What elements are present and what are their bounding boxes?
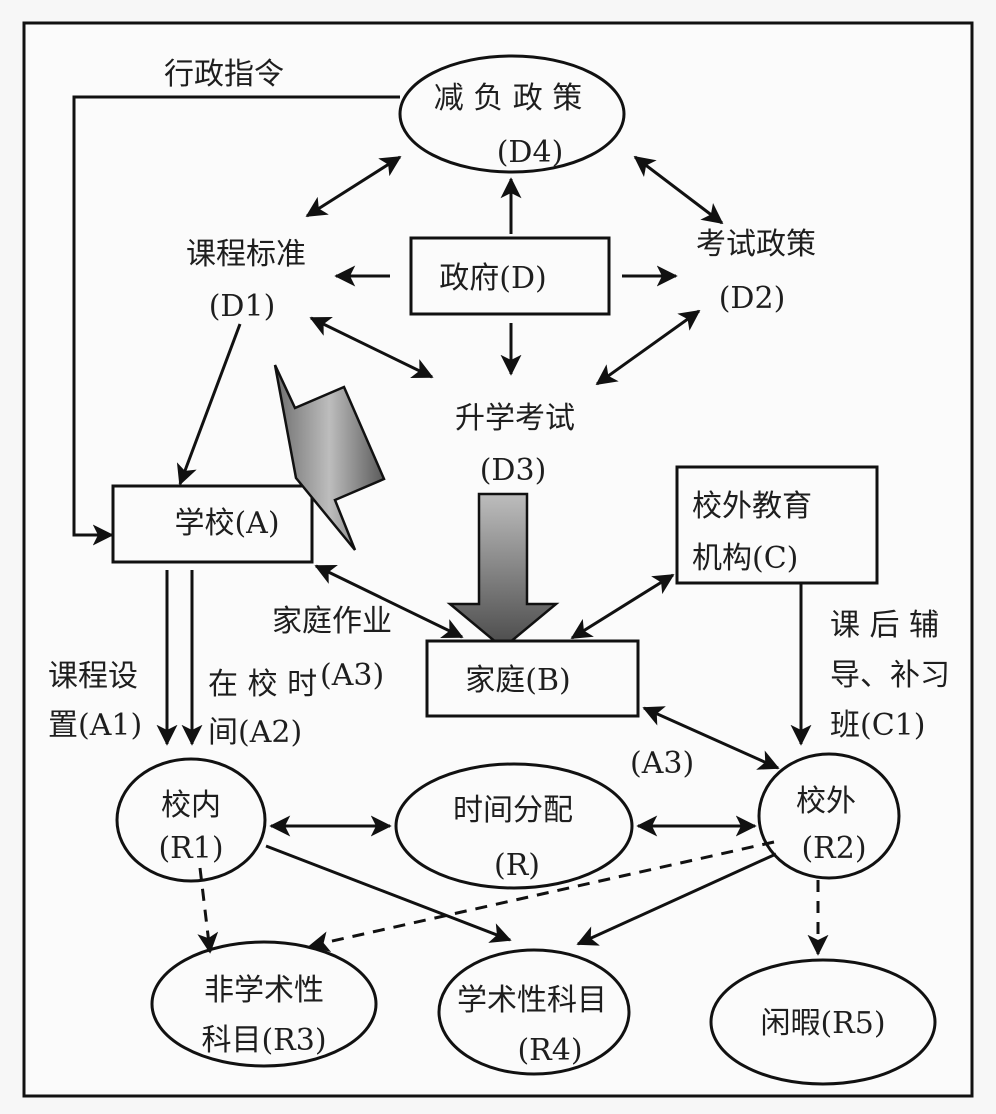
node-R4-label: 学术性科目 xyxy=(457,983,607,1018)
node-B-family xyxy=(425,639,640,718)
node-A-label: 学校(A) xyxy=(174,506,279,541)
node-R2-label: 校外 xyxy=(796,784,856,819)
label-tutoring-line2: 导、补习 xyxy=(830,658,950,693)
edge-A-B-homework xyxy=(314,564,464,639)
node-R-label: 时间分配 xyxy=(453,793,573,828)
edge-R2-R4 xyxy=(576,852,777,946)
node-R-time-allocation xyxy=(394,762,634,890)
node-D1-label: 课程标准 xyxy=(186,237,306,272)
node-R4-code: (R4) xyxy=(517,1033,582,1068)
node-D4-code: (D4) xyxy=(497,135,564,170)
node-R4-academic xyxy=(437,948,631,1076)
edge-B-C xyxy=(570,573,675,640)
edge-R2-R3-dashed xyxy=(308,840,775,953)
node-A-school xyxy=(111,484,314,564)
node-R-code: (R) xyxy=(494,848,540,883)
label-admin-order: 行政指令 xyxy=(164,57,284,92)
node-D3-code: (D3) xyxy=(480,453,547,488)
label-tutoring-line1: 课 后 辅 xyxy=(830,608,939,643)
node-R3-label-line1: 非学术性 xyxy=(204,973,324,1008)
node-R1-in-school xyxy=(115,757,267,883)
node-R3-non-academic xyxy=(150,940,378,1068)
node-D-label: 政府(D) xyxy=(439,261,546,296)
node-D1-code: (D1) xyxy=(209,289,276,324)
node-R2-code: (R2) xyxy=(801,831,866,866)
edge-B-R2 xyxy=(642,706,780,770)
edge-D2-D3 xyxy=(595,309,701,386)
node-D3-label: 升学考试 xyxy=(455,401,575,436)
node-D2-code: (D2) xyxy=(719,281,786,316)
edge-D1-D3 xyxy=(309,316,434,379)
edge-R1-R4 xyxy=(265,844,512,943)
node-D-government xyxy=(409,236,611,316)
node-C-label-line2: 机构(C) xyxy=(692,541,798,576)
edge-R1-R3-dashed xyxy=(197,867,219,954)
label-course-setting-line2: 置(A1) xyxy=(48,708,142,743)
pressure-arrow-D3-to-family xyxy=(446,492,560,650)
label-a3-bottom: (A3) xyxy=(630,746,694,781)
label-a3-top: (A3) xyxy=(320,658,384,693)
label-school-time-line2: 间(A2) xyxy=(208,715,302,750)
node-D4-label: 减 负 政 策 xyxy=(434,81,583,116)
node-D2-label: 考试政策 xyxy=(696,227,816,262)
node-B-label: 家庭(B) xyxy=(465,663,570,698)
pressure-arrow-to-school xyxy=(273,364,386,551)
edge-admin-order xyxy=(72,95,400,546)
edge-D4-D1 xyxy=(305,155,402,218)
node-R1-code: (R1) xyxy=(158,831,223,866)
label-course-setting-line1: 课程设 xyxy=(48,659,138,694)
label-homework: 家庭作业 xyxy=(272,604,392,639)
node-R3-label-line2: 科目(R3) xyxy=(201,1023,326,1058)
node-C-off-campus-institution xyxy=(675,465,879,585)
label-tutoring-line3: 班(C1) xyxy=(830,708,925,743)
label-school-time-line1: 在 校 时 xyxy=(208,667,317,702)
node-C-label-line1: 校外教育 xyxy=(692,489,812,524)
node-R5-leisure xyxy=(709,958,937,1086)
node-R5-label: 闲暇(R5) xyxy=(760,1006,885,1041)
edge-D1-A xyxy=(176,323,242,486)
node-R2-off-school xyxy=(757,752,901,880)
edge-D4-D2 xyxy=(633,155,724,225)
node-D4-burden-reduction-policy xyxy=(398,54,626,174)
node-R1-label: 校内 xyxy=(161,788,221,823)
